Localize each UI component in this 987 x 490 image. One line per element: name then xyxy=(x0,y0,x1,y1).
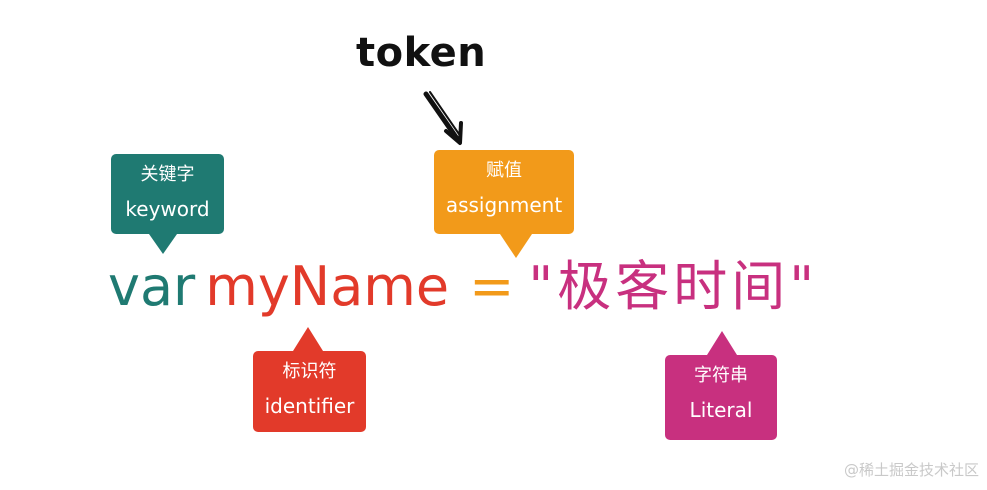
callout-literal: 字符串 Literal xyxy=(665,331,777,440)
diagram-title: token xyxy=(356,30,487,76)
code-literal: "极客时间" xyxy=(528,255,819,318)
code-operator: = xyxy=(469,255,515,318)
callout-assignment-en: assignment xyxy=(445,193,563,217)
callout-assignment: 赋值 assignment xyxy=(434,150,574,258)
code-keyword: var xyxy=(108,255,196,318)
callout-identifier-zh: 标识符 xyxy=(282,361,337,382)
code-identifier: myName xyxy=(205,255,450,318)
callout-assignment-zh: 赋值 xyxy=(486,160,522,181)
callout-keyword: 关键字 keyword xyxy=(111,154,224,254)
callout-literal-zh: 字符串 xyxy=(694,365,748,386)
watermark: @稀土掘金技术社区 xyxy=(843,461,979,479)
callout-identifier-en: identifier xyxy=(264,394,355,418)
callout-identifier: 标识符 identifier xyxy=(253,327,366,432)
callout-literal-en: Literal xyxy=(689,398,753,422)
callout-keyword-zh: 关键字 xyxy=(140,164,195,185)
callout-keyword-en: keyword xyxy=(125,197,210,221)
